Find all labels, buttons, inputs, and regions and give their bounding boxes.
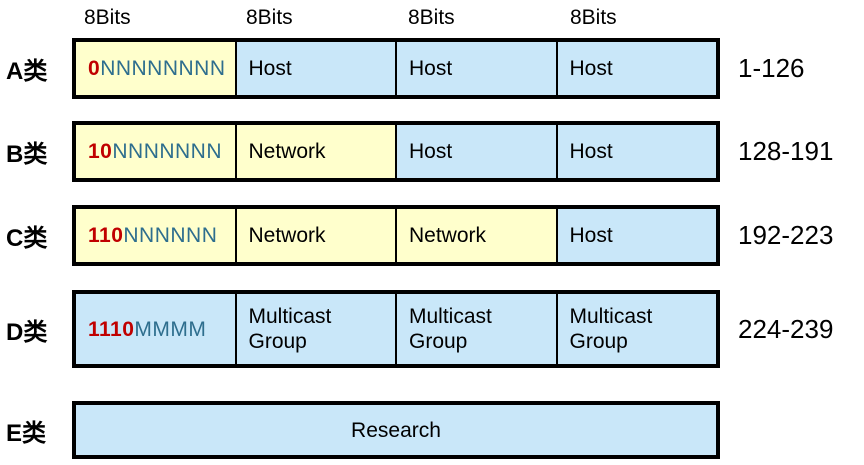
bit-suffix: NNNNNNNN <box>100 57 226 80</box>
class-d-cell-multicast-3: Multicast Group <box>557 294 716 364</box>
class-row-a: A类 0NNNNNNNN Host Host Host 1-126 <box>0 38 864 99</box>
cell-text: Multicast Group <box>248 305 332 353</box>
class-a-address-range: 1-126 <box>738 53 805 83</box>
class-b-address-range: 128-191 <box>738 136 834 166</box>
bit-prefix: 1110 <box>88 317 135 341</box>
cell-text: Host <box>409 57 453 80</box>
class-b-label: B类 <box>6 141 48 168</box>
class-d-label: D类 <box>6 318 48 346</box>
bit-pattern: 1110MMMM <box>88 317 206 342</box>
bit-prefix: 0 <box>88 57 101 80</box>
cell-text: Network <box>248 224 326 247</box>
class-e-label: E类 <box>6 419 47 447</box>
bit-pattern: 10NNNNNNN <box>88 139 222 164</box>
bits-header-label: 8Bits <box>246 6 293 29</box>
cell-text: Multicast Group <box>409 305 492 353</box>
class-c-address-range: 192-223 <box>738 220 834 250</box>
class-d-cell-multicast-1: Multicast Group <box>236 294 397 364</box>
bit-suffix: NNNNNNN <box>112 140 223 163</box>
class-a-cell-host-2: Host <box>397 42 558 95</box>
bit-prefix: 10 <box>88 140 113 163</box>
class-c-cell-host: Host <box>557 209 716 262</box>
bits-header-label: 8Bits <box>84 6 131 29</box>
bits-header: 8Bits 8Bits 8Bits 8Bits <box>76 6 864 34</box>
bits-header-label: 8Bits <box>570 6 617 29</box>
class-d-octet-box: 1110MMMM Multicast Group Multicast Group… <box>72 290 720 368</box>
class-c-octet-box: 110NNNNNN Network Network Host <box>72 205 720 266</box>
bit-pattern: 0NNNNNNNN <box>88 56 226 81</box>
class-d-address-range: 224-239 <box>738 313 834 344</box>
class-row-e: E类 Research <box>0 401 864 459</box>
bit-suffix: MMMM <box>134 317 207 341</box>
class-row-d: D类 1110MMMM Multicast Group Multicast Gr… <box>0 290 864 368</box>
bit-pattern: 110NNNNNN <box>88 223 217 248</box>
cell-text: Network <box>409 224 487 247</box>
class-b-cell-host-1: Host <box>397 125 558 178</box>
class-e-cell-research: Research <box>76 405 716 455</box>
cell-text: Network <box>248 140 326 163</box>
bit-suffix: NNNNNN <box>123 224 218 247</box>
cell-text: Research <box>351 418 441 442</box>
class-a-bits-cell: 0NNNNNNNN <box>76 42 237 95</box>
class-a-cell-host-3: Host <box>557 42 716 95</box>
cell-text: Host <box>409 140 453 163</box>
class-c-label: C类 <box>6 225 48 252</box>
cell-text: Host <box>569 57 613 80</box>
class-c-cell-network-1: Network <box>236 209 397 262</box>
class-b-bits-cell: 10NNNNNNN <box>76 125 237 178</box>
cell-text: Host <box>248 57 292 80</box>
class-c-cell-network-2: Network <box>397 209 558 262</box>
class-e-octet-box: Research <box>72 401 720 459</box>
class-d-cell-multicast-2: Multicast Group <box>397 294 558 364</box>
class-a-label: A类 <box>6 58 48 85</box>
class-a-cell-host-1: Host <box>236 42 397 95</box>
class-c-bits-cell: 110NNNNNN <box>76 209 237 262</box>
class-b-cell-network: Network <box>236 125 397 178</box>
cell-text: Multicast Group <box>569 305 653 353</box>
cell-text: Host <box>569 140 613 163</box>
class-b-cell-host-2: Host <box>557 125 716 178</box>
cell-text: Host <box>569 224 613 247</box>
class-a-octet-box: 0NNNNNNNN Host Host Host <box>72 38 720 99</box>
bit-prefix: 110 <box>88 224 124 247</box>
class-b-octet-box: 10NNNNNNN Network Host Host <box>72 121 720 182</box>
class-row-c: C类 110NNNNNN Network Network Host 192-22… <box>0 205 864 266</box>
bits-header-label: 8Bits <box>408 6 455 29</box>
class-row-b: B类 10NNNNNNN Network Host Host 128-191 <box>0 121 864 182</box>
class-d-bits-cell: 1110MMMM <box>76 294 237 364</box>
